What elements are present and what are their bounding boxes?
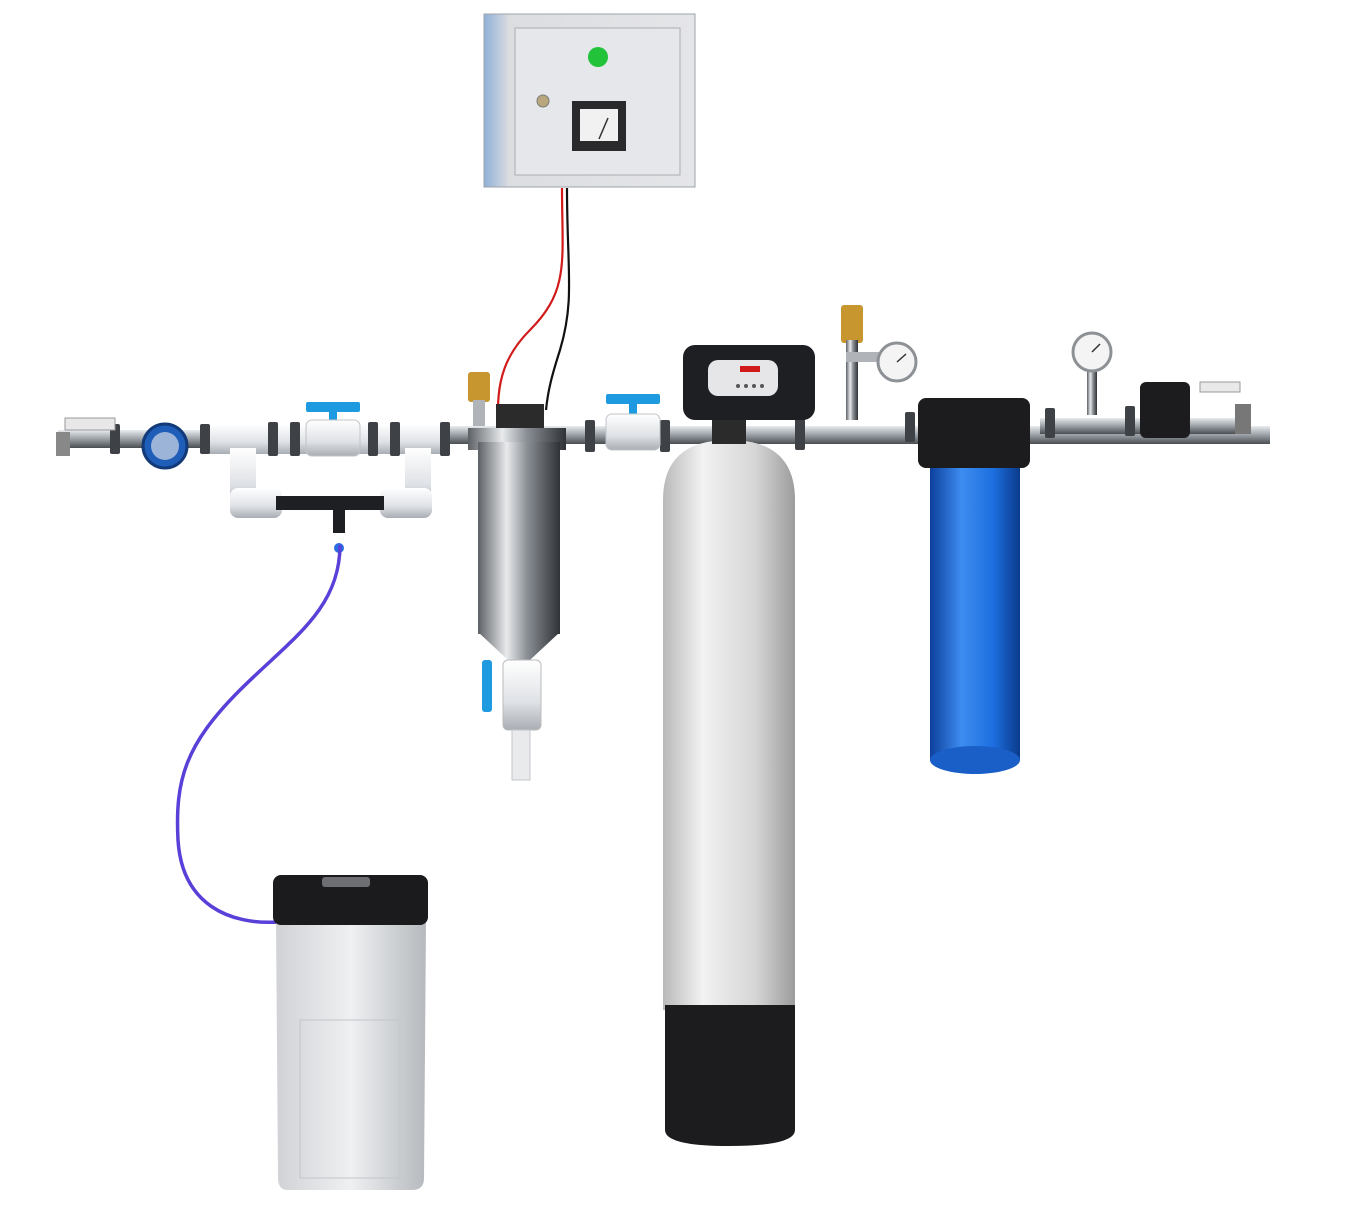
brass-air-valve: [468, 372, 490, 426]
brine-hose: [175, 544, 342, 925]
control-display: [708, 360, 778, 396]
softener-tank: [663, 420, 795, 1146]
check-valve: [1140, 382, 1190, 438]
pressure-gauge: [876, 341, 918, 383]
filter-housing-cap: [918, 398, 1030, 468]
pressure-gauge: [1071, 331, 1113, 415]
control-box: [483, 13, 696, 188]
drain-valve-handle: [482, 660, 492, 712]
inlet-valve-handle: [605, 394, 661, 451]
brass-air-valve: [841, 305, 896, 420]
sediment-filter: [468, 404, 566, 781]
brine-tank: [273, 875, 428, 1190]
bypass-loop: [230, 448, 432, 553]
control-valve-head: [683, 345, 815, 420]
bypass-valve-handle: [305, 402, 361, 457]
indicator-light: [588, 47, 608, 67]
brine-tank-lid: [273, 875, 428, 925]
key-switch: [536, 94, 550, 108]
black-wire: [544, 187, 571, 411]
red-wire: [496, 187, 564, 411]
cartridge-filter: [918, 398, 1030, 774]
